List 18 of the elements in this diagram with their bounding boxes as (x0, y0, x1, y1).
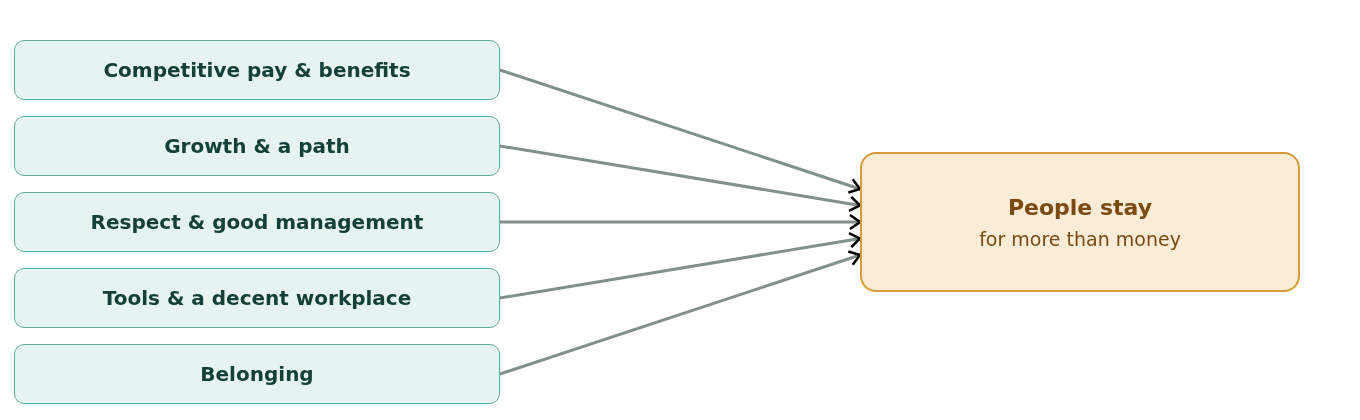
factor-box (14, 192, 500, 252)
outcome-box (860, 152, 1300, 292)
arrow (499, 231, 862, 300)
box-label: Growth & a path (164, 134, 350, 158)
box-subtitle: for more than money (979, 227, 1181, 250)
box-label: Belonging (200, 362, 314, 386)
factor-box (14, 40, 500, 100)
box-label: Respect & good management (90, 210, 424, 234)
factor-box (14, 344, 500, 404)
arrow (500, 213, 862, 231)
factor-box (14, 268, 500, 328)
arrow (499, 144, 862, 213)
arrow (499, 250, 862, 376)
arrow (499, 68, 862, 194)
box-title: People stay (1007, 194, 1153, 220)
factor-box (14, 116, 500, 176)
box-label: Competitive pay & benefits (103, 58, 411, 82)
box-label: Tools & a decent workplace (102, 286, 412, 310)
